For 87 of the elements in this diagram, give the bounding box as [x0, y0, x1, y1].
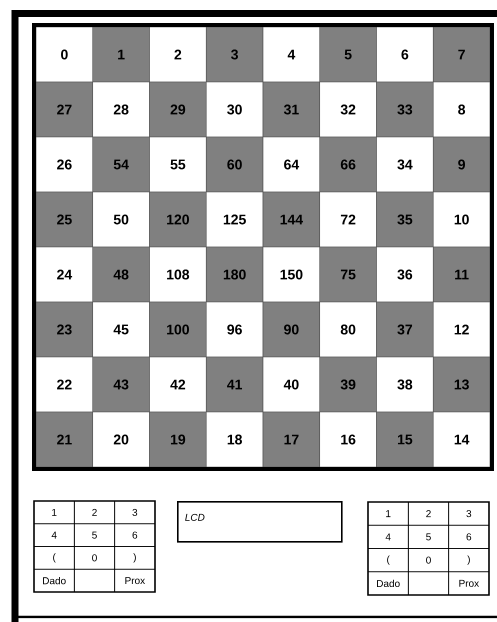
board-cell: 11 [432, 246, 490, 302]
board-cell: 17 [262, 412, 320, 468]
board-cell: 10 [432, 192, 490, 248]
board-cell: 14 [432, 412, 490, 468]
board-cell: 7 [432, 26, 490, 82]
board-cell: 150 [262, 246, 320, 302]
keypad-key: 3 [448, 502, 490, 526]
keypad-key: ( [368, 548, 409, 572]
keypad-key: 5 [74, 523, 116, 547]
keypad-key: ( [34, 546, 75, 570]
board-cell: 22 [36, 356, 94, 412]
label: 1 [386, 510, 390, 518]
board-cell: 26 [36, 136, 94, 192]
keypad-key: 4 [368, 524, 409, 549]
board-cell: 64 [262, 136, 320, 192]
board-cell: 8 [432, 82, 490, 138]
board-cell: 96 [206, 302, 264, 358]
keypad-key: 0 [408, 548, 450, 572]
keypad-key: Prox [448, 571, 490, 596]
board-cell: 80 [319, 302, 377, 358]
board-cell: 31 [262, 82, 320, 138]
board-cell: 20 [92, 412, 150, 468]
keypad-key: Dado [34, 568, 75, 592]
board-cell: 54 [92, 136, 150, 192]
board-cell: 48 [92, 246, 150, 302]
board-cell: 4 [262, 26, 320, 82]
board-cell: 100 [149, 302, 207, 358]
board-cell: 40 [262, 356, 320, 412]
keypad-key: 4 [34, 523, 75, 547]
board-cell: 18 [206, 412, 264, 468]
board-cell: 108 [149, 246, 207, 302]
board-cell: 39 [319, 356, 377, 412]
keypad-key: 6 [114, 523, 156, 547]
board-cell: 125 [206, 192, 264, 248]
board-cell: 1 [92, 26, 150, 82]
board-cell: 180 [206, 246, 264, 302]
board-cell: 23 [36, 302, 94, 358]
board-cell: 13 [432, 356, 490, 412]
board-cell: 90 [262, 302, 320, 358]
keypad-key: ) [448, 548, 490, 572]
board-cell: 19 [149, 412, 207, 468]
board-cell: 42 [149, 356, 207, 412]
board-cell: 3 [206, 26, 264, 82]
board-cell: 50 [92, 192, 150, 248]
board-cell: 15 [376, 412, 434, 468]
keypad-key: 5 [408, 524, 450, 549]
keypad-key: 0 [74, 546, 116, 570]
lcd-display: LCD [177, 501, 343, 543]
board-cell: 34 [376, 136, 434, 192]
keypad-key: 6 [448, 524, 490, 549]
board-cell: 66 [319, 136, 377, 192]
label: 1 [52, 508, 56, 516]
board-cell: 45 [92, 302, 150, 358]
board-cell: 72 [319, 192, 377, 248]
keypad-key: ) [114, 546, 156, 570]
board-cell: 43 [92, 356, 150, 412]
board-cell: 25 [36, 192, 94, 248]
board-cell: 16 [319, 412, 377, 468]
board-cell: 33 [376, 82, 434, 138]
board-cell: 12 [432, 302, 490, 358]
board-cell: 27 [36, 82, 94, 138]
board-cell: 60 [206, 136, 264, 192]
board-cell: 24 [36, 246, 94, 302]
board-cell: 29 [149, 82, 207, 138]
board-cell: 21 [36, 412, 94, 468]
board-cell: 75 [319, 246, 377, 302]
board-cell: 144 [262, 192, 320, 248]
board-cell: 32 [319, 82, 377, 138]
board-cell: 41 [206, 356, 264, 412]
board-cell: 120 [149, 192, 207, 248]
board-cell: 5 [319, 26, 377, 82]
board-cell: 0 [36, 26, 94, 82]
keypad-key: 3 [114, 500, 156, 524]
board-cell: 28 [92, 82, 150, 138]
board-cell: 55 [149, 136, 207, 192]
board-cell: 37 [376, 302, 434, 358]
keypad-key: 2 [408, 502, 450, 526]
board-cell: 9 [432, 136, 490, 192]
keypad-key: 2 [74, 500, 116, 524]
keypad-key: Prox [114, 568, 156, 592]
board-cell: 35 [376, 192, 434, 248]
board-cell: 36 [376, 246, 434, 302]
keypad-key: Dado [368, 571, 409, 596]
board-cell: 6 [376, 26, 434, 82]
board-cell: 30 [206, 82, 264, 138]
board-cell: 2 [149, 26, 207, 82]
board-cell: 38 [376, 356, 434, 412]
